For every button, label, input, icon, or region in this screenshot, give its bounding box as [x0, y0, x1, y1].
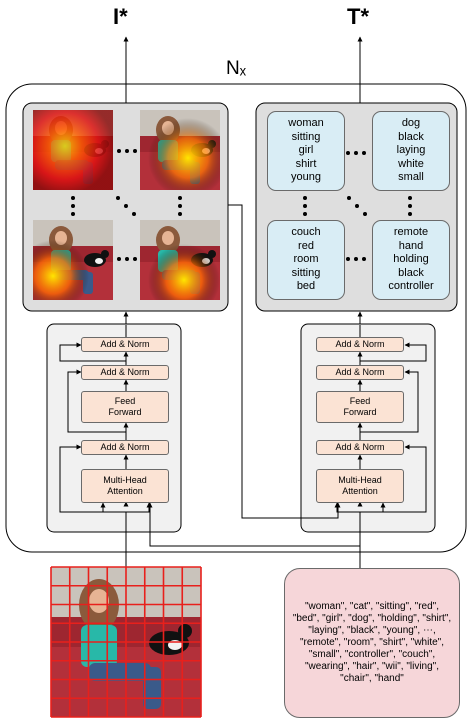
token-word: white: [398, 157, 424, 170]
image-to-text-cross: [228, 204, 341, 519]
token-word: controller: [388, 280, 434, 293]
token-word: black: [398, 266, 424, 279]
image-add-norm-2: Add & Norm: [81, 365, 169, 380]
heatmap-thumb-4: [140, 220, 220, 300]
token-word: red: [298, 239, 314, 252]
heatmap-thumb-2: [140, 110, 220, 190]
token-word: remote: [393, 226, 429, 239]
token-word: hand: [398, 239, 424, 252]
token-word: room: [293, 253, 319, 266]
image-add-norm-3: Add & Norm: [81, 337, 169, 352]
token-word: woman: [288, 117, 324, 130]
text-token-box: remote hand holding black controller: [372, 220, 450, 300]
token-word: sitting: [291, 130, 321, 143]
input-image-patches: [50, 566, 202, 718]
text-encoder-arrows: [334, 325, 427, 513]
token-word: dog: [401, 117, 421, 130]
token-word: young: [291, 171, 321, 184]
text-token-box: dog black laying white small: [372, 111, 450, 191]
heatmap-thumb-1: [33, 110, 113, 190]
word-list-text: "woman", "cat", "sitting", "red", "bed",…: [292, 600, 452, 685]
heatmap-thumb-3: [33, 220, 113, 300]
text-panel-ellipsis: [303, 151, 412, 261]
text-add-norm-1: Add & Norm: [316, 440, 404, 455]
text-add-norm-3: Add & Norm: [316, 337, 404, 352]
token-word: shirt: [295, 157, 317, 170]
token-word: bed: [296, 280, 316, 293]
repeat-label: Nₓ: [226, 58, 246, 79]
text-token-box: woman sitting girl shirt young: [267, 111, 345, 191]
token-word: girl: [298, 144, 314, 157]
token-word: couch: [291, 226, 321, 239]
token-word: small: [398, 171, 424, 184]
image-panel-ellipsis: [71, 149, 182, 261]
text-output-label: T*: [347, 4, 369, 29]
image-add-norm-1: Add & Norm: [81, 440, 169, 455]
token-word: sitting: [291, 266, 321, 279]
token-word: black: [398, 130, 424, 143]
text-token-box: couch red room sitting bed: [267, 220, 345, 300]
word-list-input: "woman", "cat", "sitting", "red", "bed",…: [284, 568, 460, 718]
image-output-label: I*: [113, 4, 128, 29]
token-word: holding: [393, 253, 429, 266]
text-add-norm-2: Add & Norm: [316, 365, 404, 380]
token-word: laying: [396, 144, 426, 157]
